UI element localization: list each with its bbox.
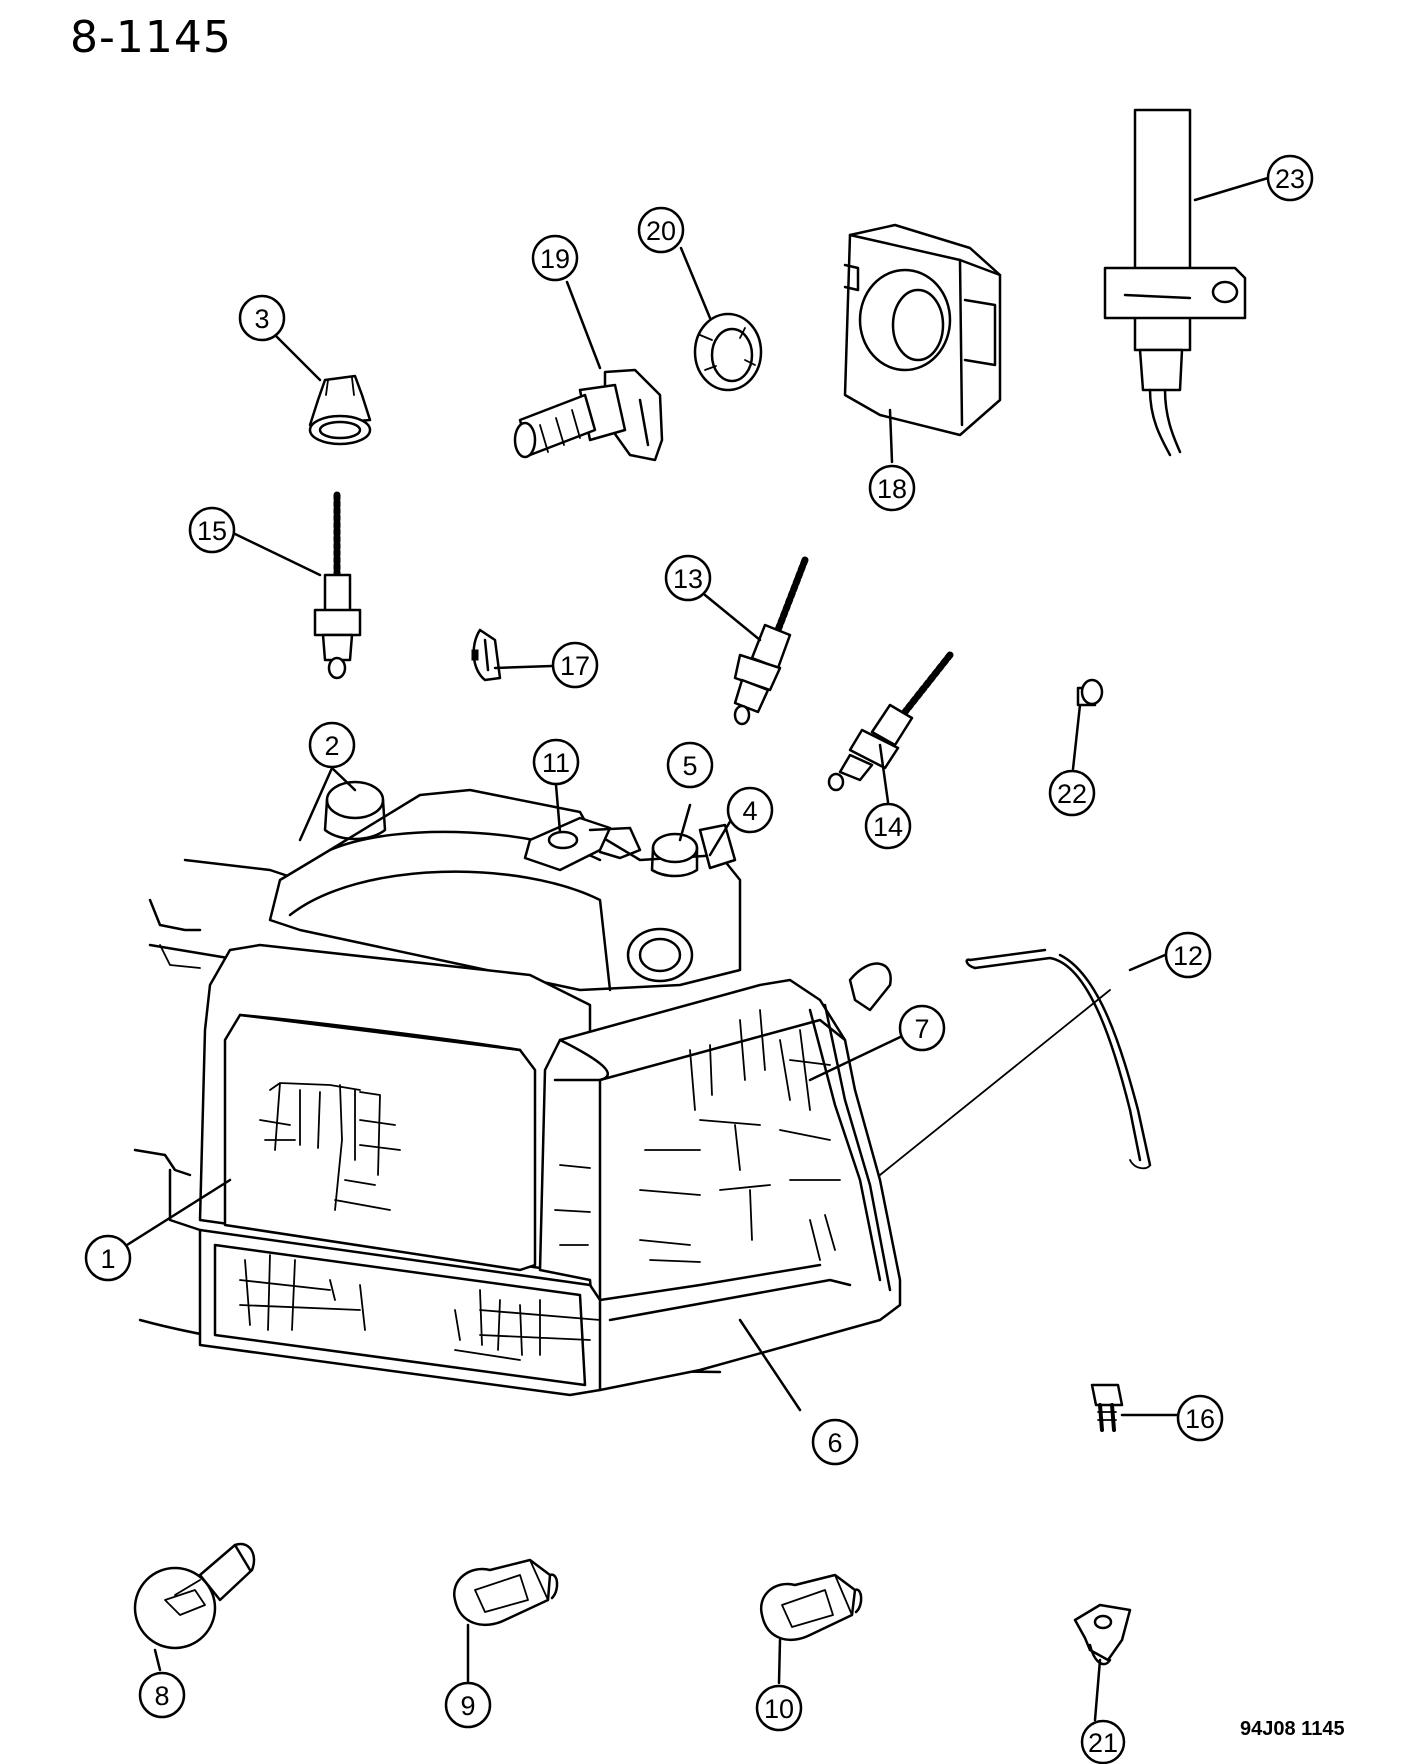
callout-17-label: 17 <box>560 651 590 681</box>
callout-19-label: 19 <box>540 244 570 274</box>
callout-21-label: 21 <box>1088 1728 1118 1758</box>
callout-22: 22 <box>1048 769 1096 817</box>
callout-12: 12 <box>1164 931 1212 979</box>
callout-6: 6 <box>811 1418 859 1466</box>
part-18-seal <box>843 223 1002 437</box>
part-23-connector-strip <box>1103 108 1247 457</box>
callout-12-label: 12 <box>1173 941 1203 971</box>
figure-code: 94J08 1145 <box>1240 1718 1345 1740</box>
callout-16-label: 16 <box>1185 1404 1215 1434</box>
callout-9: 9 <box>444 1681 492 1729</box>
callout-14-label: 14 <box>873 812 903 842</box>
callout-1: 1 <box>84 1234 132 1282</box>
callout-18: 18 <box>868 464 916 512</box>
callout-23: 23 <box>1266 154 1314 202</box>
callout-16: 16 <box>1176 1394 1224 1442</box>
callout-2: 2 <box>308 721 356 769</box>
callout-9-label: 9 <box>460 1691 475 1721</box>
callout-23-label: 23 <box>1275 164 1305 194</box>
callout-10: 10 <box>755 1684 803 1732</box>
callout-15-label: 15 <box>197 516 227 546</box>
part-16-screw <box>1090 1383 1124 1432</box>
part-8-bulb <box>133 1542 256 1650</box>
callout-14: 14 <box>864 802 912 850</box>
part-9-wedge-bulb <box>452 1558 559 1627</box>
callout-15: 15 <box>188 506 236 554</box>
callout-11: 11 <box>532 738 580 786</box>
callout-13-label: 13 <box>673 564 703 594</box>
part-20-retaining-ring <box>693 312 763 392</box>
callout-11-label: 11 <box>542 748 570 778</box>
callout-22-label: 22 <box>1057 779 1087 809</box>
callout-4-label: 4 <box>742 796 757 826</box>
callout-7-label: 7 <box>914 1014 929 1044</box>
leader-lines <box>125 176 1270 1722</box>
headlamp-assembly-drawing <box>133 780 1152 1397</box>
part-22-screw <box>1076 678 1104 707</box>
part-14-wired-socket <box>827 651 954 792</box>
callout-21: 21 <box>1080 1719 1126 1764</box>
page-number: 8-1145 <box>70 12 232 63</box>
callout-10-label: 10 <box>764 1694 794 1724</box>
callout-20: 20 <box>637 206 685 254</box>
part-21-u-nut <box>1073 1603 1132 1666</box>
callout-7: 7 <box>898 1004 946 1052</box>
callout-8: 8 <box>138 1671 186 1719</box>
callout-19: 19 <box>531 234 579 282</box>
part-13-wired-socket <box>733 556 809 726</box>
callout-8-label: 8 <box>154 1681 169 1711</box>
callout-2-label: 2 <box>324 731 339 761</box>
callout-20-label: 20 <box>646 216 676 246</box>
part-15-wired-socket <box>313 491 362 680</box>
callout-1-label: 1 <box>100 1244 115 1274</box>
callout-6-label: 6 <box>827 1428 842 1458</box>
callout-3-label: 3 <box>254 304 269 334</box>
part-17-clip <box>471 628 502 682</box>
callout-5: 5 <box>666 741 714 789</box>
callout-18-label: 18 <box>877 474 907 504</box>
callout-5-label: 5 <box>682 751 697 781</box>
part-3-socket <box>308 374 372 446</box>
callout-13: 13 <box>664 554 712 602</box>
callout-3: 3 <box>238 294 286 342</box>
part-10-wedge-bulb <box>759 1573 863 1642</box>
part-19-halogen-bulb <box>513 368 664 462</box>
callout-4: 4 <box>726 786 774 834</box>
callout-17: 17 <box>551 641 599 689</box>
